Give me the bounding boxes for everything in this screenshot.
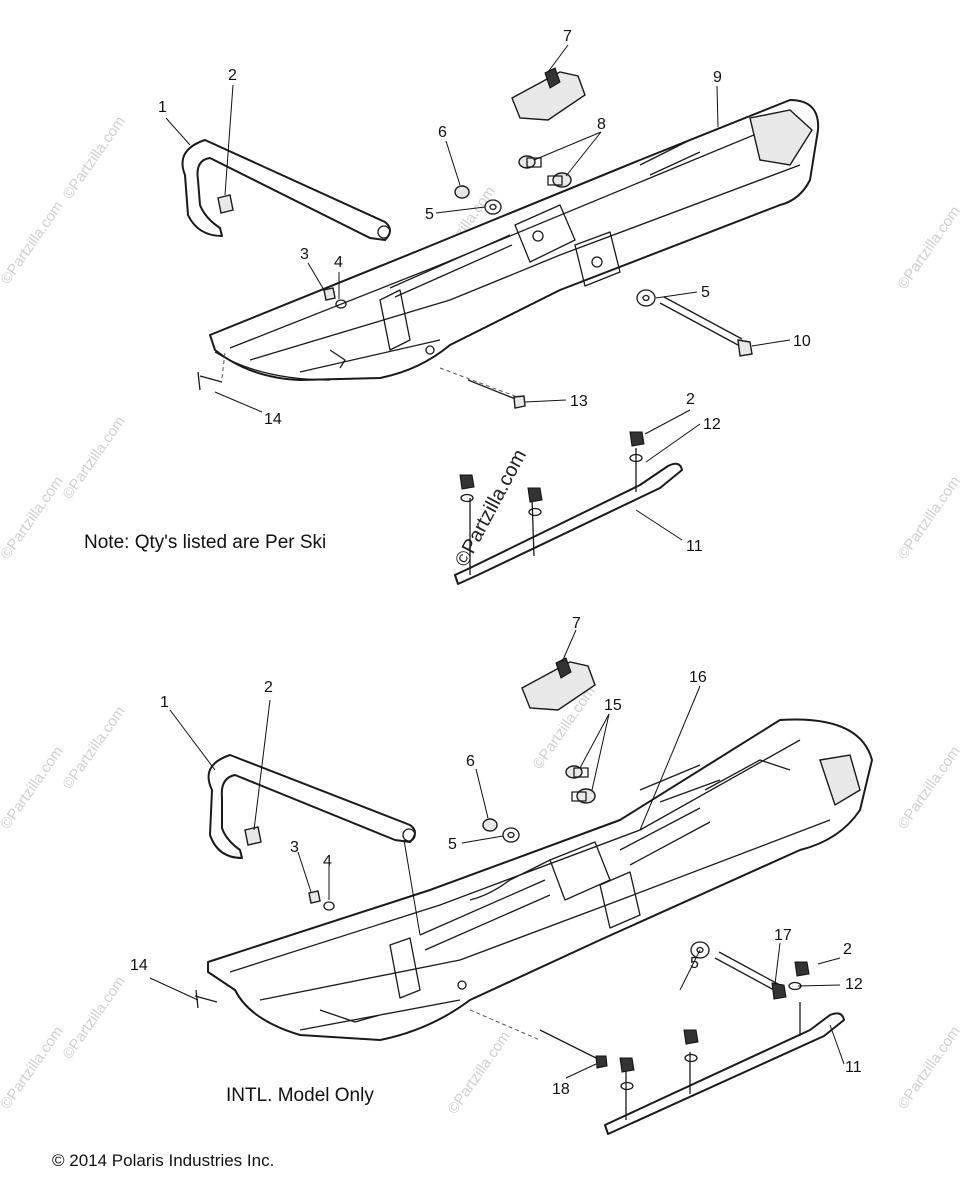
runner-nut-2c-top xyxy=(527,487,543,517)
callout-18: 18 xyxy=(552,1081,570,1098)
callout-6: 6 xyxy=(438,124,447,141)
callout-11: 11 xyxy=(686,538,703,555)
callout-15: 15 xyxy=(604,697,622,714)
callout-17: 17 xyxy=(774,927,792,944)
runner-nut-2a-bottom xyxy=(683,1029,699,1063)
callout-14: 14 xyxy=(130,957,148,974)
callout-6: 6 xyxy=(466,753,475,770)
bushing-6-bottom xyxy=(482,818,498,832)
callout-1: 1 xyxy=(160,694,169,711)
callout-labels-bottom: 1 2 3 4 5 6 7 15 16 14 5 17 2 12 11 18 xyxy=(130,615,863,1098)
callout-labels-top: 1 2 3 4 5 6 7 8 9 10 13 14 2 12 11 5 xyxy=(158,28,811,555)
runner-11-top xyxy=(454,448,683,585)
callout-5: 5 xyxy=(425,206,434,223)
watermark: ©Partzilla.com xyxy=(894,203,964,292)
handle-nut-bottom xyxy=(244,826,262,846)
callout-10: 10 xyxy=(793,333,811,350)
runner-washer-12-top xyxy=(629,453,643,463)
runner-11-bottom xyxy=(604,1002,845,1135)
runner-nut-2b-top xyxy=(459,474,475,503)
watermark: ©Partzilla.com xyxy=(59,113,129,202)
leader-lines-top xyxy=(165,44,791,541)
bolt-10-top xyxy=(659,296,753,357)
washer-4-top xyxy=(335,299,347,309)
callout-12: 12 xyxy=(703,416,721,433)
callout-4: 4 xyxy=(334,254,343,271)
callout-3: 3 xyxy=(300,246,309,263)
callout-11: 11 xyxy=(845,1059,862,1076)
nut-3-top xyxy=(323,287,336,301)
callout-5: 5 xyxy=(448,836,457,853)
callout-5: 5 xyxy=(690,955,699,972)
callout-4: 4 xyxy=(323,853,332,870)
callout-5: 5 xyxy=(701,284,710,301)
callout-2: 2 xyxy=(686,391,695,408)
watermark: ©Partzilla.com xyxy=(0,198,67,287)
bushing-8a-top xyxy=(518,155,542,169)
top-assembly: 1 2 3 4 5 6 7 8 9 10 13 14 2 12 11 5 Not… xyxy=(84,28,820,585)
washer-5a-bottom xyxy=(502,827,520,843)
bolt-18-bottom xyxy=(469,1009,608,1069)
washer-4-bottom xyxy=(323,901,335,911)
nut-2-bottom xyxy=(794,961,810,977)
handle-nut-top xyxy=(217,194,234,214)
callout-2: 2 xyxy=(843,941,852,958)
callout-2: 2 xyxy=(264,679,273,696)
note-qty-per-ski: Note: Qty's listed are Per Ski xyxy=(84,532,326,553)
bolt-17-bottom xyxy=(714,951,787,1000)
rivet-14-top xyxy=(197,351,226,391)
callout-3: 3 xyxy=(290,839,299,856)
callout-8: 8 xyxy=(597,116,606,133)
callout-12: 12 xyxy=(845,976,863,993)
watermark: ©Partzilla.com xyxy=(894,743,964,832)
leader-lines-bottom xyxy=(149,629,845,1079)
callout-9: 9 xyxy=(713,69,722,86)
bushing-15a-bottom xyxy=(565,765,589,779)
saddle-7-top xyxy=(511,67,586,121)
nut-3-bottom xyxy=(308,890,321,904)
copyright: © 2014 Polaris Industries Inc. xyxy=(52,1151,274,1170)
ski-body-bottom xyxy=(207,718,873,1041)
bushing-15b-bottom xyxy=(571,788,596,804)
runner-nut-2a-top xyxy=(629,431,645,447)
watermark: ©Partzilla.com xyxy=(0,473,67,562)
washer-5b-top xyxy=(636,289,656,307)
callout-7: 7 xyxy=(572,615,581,632)
watermark: ©Partzilla.com xyxy=(444,1028,514,1117)
watermark: ©Partzilla.com xyxy=(59,973,129,1062)
note-intl-model: INTL. Model Only xyxy=(226,1085,374,1106)
watermark: ©Partzilla.com xyxy=(0,743,67,832)
washer-5b-bottom xyxy=(690,941,710,959)
callout-13: 13 xyxy=(570,393,588,410)
ski-handle-bottom xyxy=(207,754,416,859)
bottom-assembly: 1 2 3 4 5 6 7 15 16 14 5 17 2 12 11 18 I… xyxy=(130,615,873,1135)
rivet-14-bottom xyxy=(194,989,218,1009)
runner-nut-2b-bottom xyxy=(619,1057,635,1091)
watermark: ©Partzilla.com xyxy=(0,1023,67,1112)
bushing-6-top xyxy=(454,185,470,199)
watermark: ©Partzilla.com xyxy=(894,1023,964,1112)
callout-2: 2 xyxy=(228,67,237,84)
callout-1: 1 xyxy=(158,99,167,116)
watermark: ©Partzilla.com xyxy=(59,703,129,792)
watermark: ©Partzilla.com xyxy=(894,473,964,562)
ski-handle-top xyxy=(181,139,391,241)
bolt-13-top xyxy=(439,367,526,409)
ski-body-top xyxy=(209,99,820,381)
callout-7: 7 xyxy=(563,28,572,45)
watermark: ©Partzilla.com xyxy=(59,413,129,502)
callout-16: 16 xyxy=(689,669,707,686)
bushing-8b-top xyxy=(547,172,572,188)
callout-14: 14 xyxy=(264,411,282,428)
